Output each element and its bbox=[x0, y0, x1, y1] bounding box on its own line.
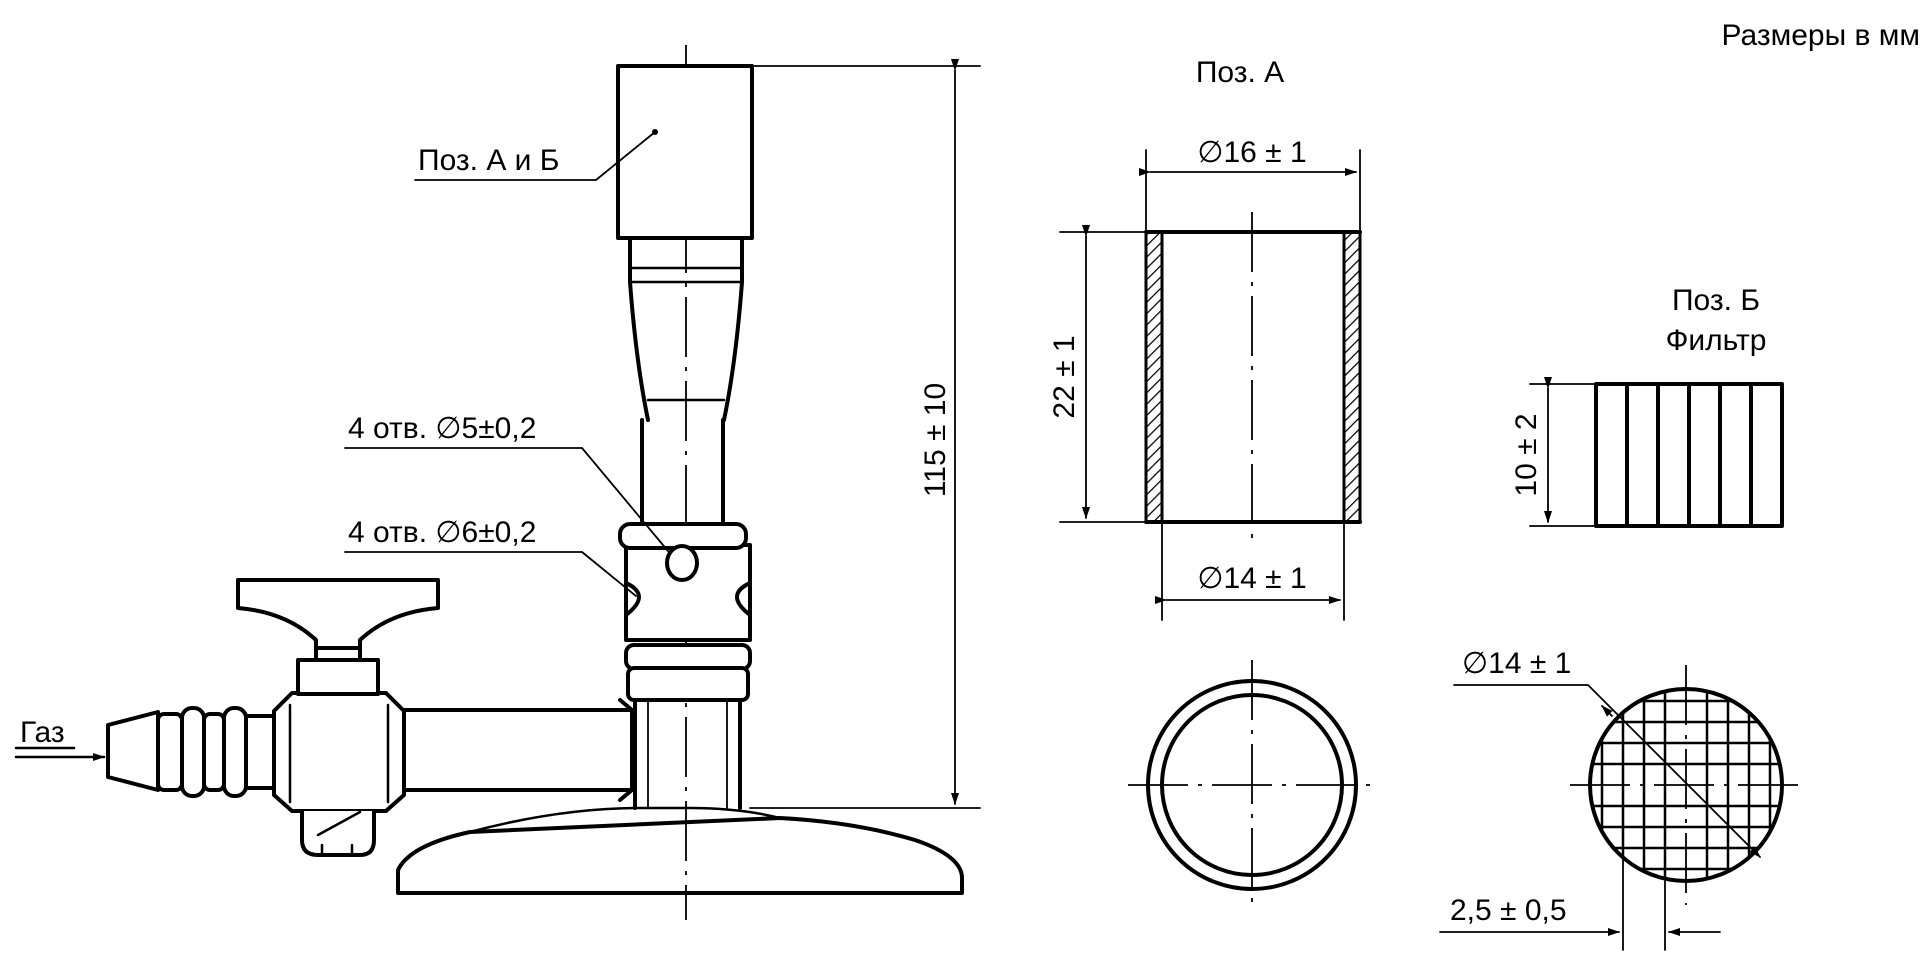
pos-b-diameter-arrow-start bbox=[1601, 705, 1613, 717]
valve-stem bbox=[296, 658, 380, 696]
label-holes-6: 4 отв. ∅6±0,2 bbox=[348, 516, 536, 549]
hole-6-center bbox=[665, 544, 699, 582]
pos-a-wall-right bbox=[1342, 230, 1362, 524]
valve-body bbox=[272, 691, 406, 813]
leader-holes-6 bbox=[344, 551, 637, 597]
pos-b-title-2: Фильтр bbox=[1666, 324, 1767, 357]
gas-tube bbox=[398, 708, 634, 792]
pos-b-diameter: ∅14 ± 1 bbox=[1462, 647, 1571, 680]
hose-ring-3 bbox=[202, 712, 226, 792]
height-dim-label: 115 ± 10 bbox=[919, 383, 952, 497]
burner-tube-taper bbox=[628, 266, 744, 422]
hose-ring-2 bbox=[180, 706, 206, 798]
label-pos-ab: Поз. А и Б bbox=[418, 144, 559, 177]
hose-ring-1 bbox=[156, 712, 184, 792]
pos-b-height: 10 ± 2 bbox=[1510, 413, 1543, 496]
units-note: Размеры в мм bbox=[1721, 19, 1920, 52]
pos-b-detail: Поз. Б Фильтр 10 ± 2 bbox=[1439, 284, 1800, 951]
pos-a-detail: Поз. А ∅16 ± 1 22 ± 1 ∅14 ± 1 bbox=[1048, 56, 1380, 912]
gas-label: Газ bbox=[20, 716, 65, 749]
pos-a-title: Поз. А bbox=[1196, 56, 1284, 89]
taper-neck bbox=[628, 236, 744, 270]
pos-b-title-1: Поз. Б bbox=[1672, 284, 1760, 317]
hose-nozzle bbox=[106, 710, 160, 792]
burner-tube-lower bbox=[640, 418, 725, 526]
leader-holes-5 bbox=[344, 447, 669, 552]
leader-pos-ab bbox=[414, 131, 656, 181]
hole-6-left bbox=[624, 581, 641, 617]
pos-b-diameter-leader bbox=[1453, 684, 1761, 858]
label-holes-5: 4 отв. ∅5±0,2 bbox=[348, 412, 536, 445]
valve-screw bbox=[300, 809, 376, 857]
pos-b-mesh: 2,5 ± 0,5 bbox=[1450, 894, 1567, 927]
lower-ring-2 bbox=[626, 666, 750, 702]
valve-handle bbox=[236, 578, 440, 650]
hose-neck bbox=[244, 714, 276, 790]
burner-base bbox=[396, 816, 964, 895]
pos-a-inner-diameter: ∅14 ± 1 bbox=[1197, 562, 1306, 595]
hole-6-right bbox=[735, 581, 752, 617]
pos-a-outer-diameter: ∅16 ± 1 bbox=[1197, 136, 1306, 169]
screw-slot bbox=[316, 810, 362, 837]
lower-ring bbox=[624, 643, 752, 671]
pos-a-wall-left bbox=[1144, 230, 1164, 524]
gas-tube-end bbox=[618, 698, 634, 802]
top-cap bbox=[616, 64, 754, 240]
pos-a-length: 22 ± 1 bbox=[1048, 335, 1081, 418]
burner-assembly: Газ Поз. А и Б 4 отв. ∅5±0,2 4 отв. ∅6±0… bbox=[14, 45, 981, 920]
stand-column bbox=[633, 698, 742, 810]
hose-ring-4 bbox=[222, 706, 248, 798]
